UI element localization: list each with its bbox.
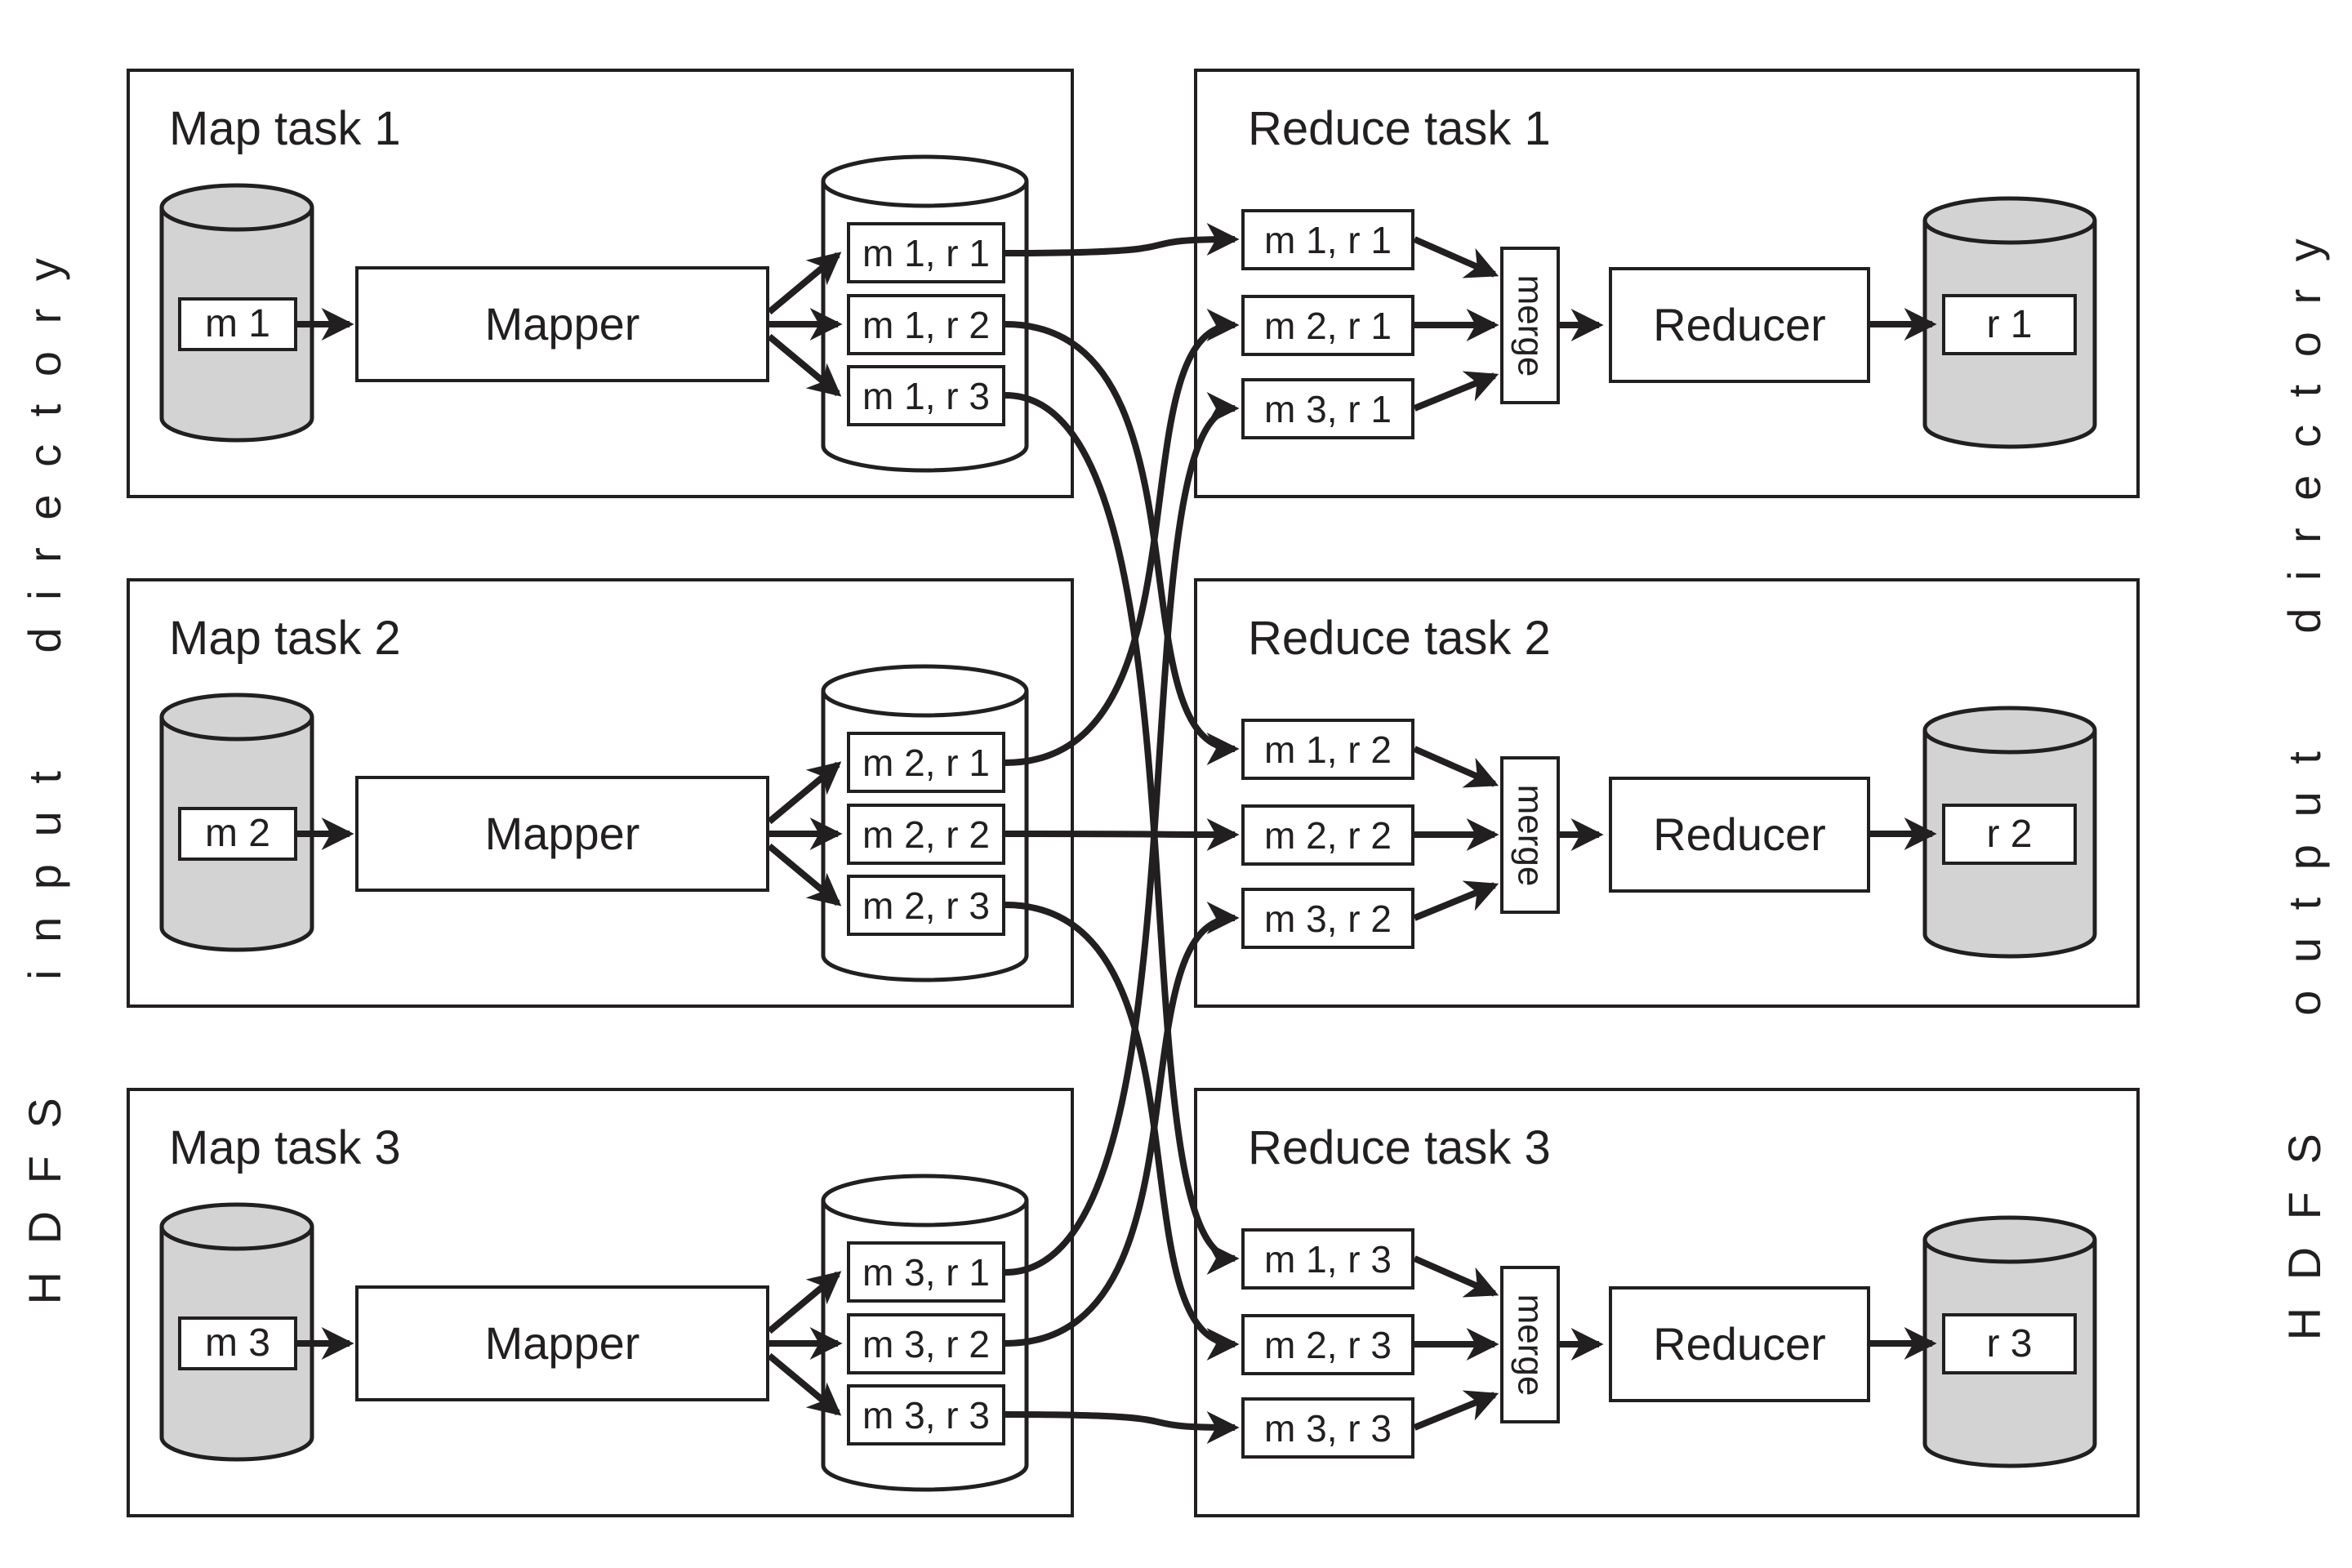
map-3-output-cylinder-top bbox=[821, 1174, 1029, 1227]
map-2-input-cylinder-body bbox=[159, 717, 314, 952]
shuffle-arrow-m3-r3 bbox=[1004, 1410, 1240, 1444]
reduce-2-output-cylinder-body bbox=[1922, 730, 2097, 959]
reduce-2-to-merge-arrow-3 bbox=[1413, 880, 1499, 921]
map-3-input-cylinder-top bbox=[159, 1202, 314, 1251]
map-3-input-cylinder-body bbox=[159, 1227, 314, 1462]
map-2-mapper-fan-arrow-1 bbox=[767, 761, 842, 825]
reduce-2-to-merge-arrow-1 bbox=[1413, 746, 1499, 788]
reduce-3-output-cylinder-body bbox=[1922, 1240, 2097, 1468]
shuffle-arrow-m3-r1 bbox=[1004, 392, 1240, 1276]
hdfs-output-directory-label: HDFS output directory bbox=[2278, 211, 2330, 1341]
reduce-1-to-merge-arrow-3 bbox=[1413, 371, 1499, 412]
map-1-input-cylinder-body bbox=[159, 207, 314, 443]
map-3-mapper-fan-arrow-1 bbox=[767, 1271, 842, 1334]
map-1-mapper-fan-arrow-3 bbox=[767, 333, 842, 397]
map-2-mapper-fan-arrow-3 bbox=[767, 843, 842, 906]
reduce-2-output-cylinder-top bbox=[1922, 706, 2097, 755]
map-1-output-cylinder-top bbox=[821, 154, 1029, 208]
map-1-input-cylinder-top bbox=[159, 183, 314, 232]
map-2-input-cylinder-top bbox=[159, 693, 314, 742]
reduce-1-to-merge-arrow-1 bbox=[1413, 236, 1499, 278]
map-1-mapper-fan-arrow-1 bbox=[767, 252, 842, 315]
map-1-output-cylinder-body bbox=[821, 181, 1029, 473]
shuffle-arrow-m1-r3 bbox=[1004, 392, 1240, 1275]
hdfs-input-directory-label: HDFS input directory bbox=[19, 230, 70, 1305]
reduce-3-to-merge-arrow-1 bbox=[1413, 1255, 1499, 1298]
shuffle-arrow-m2-r2 bbox=[1004, 817, 1240, 851]
reduce-3-to-merge-arrow-3 bbox=[1413, 1390, 1499, 1431]
map-2-output-cylinder-body bbox=[821, 691, 1029, 982]
reduce-3-output-cylinder-top bbox=[1922, 1215, 2097, 1264]
shuffle-arrow-m1-r1 bbox=[1004, 223, 1240, 256]
reduce-1-output-cylinder-body bbox=[1922, 220, 2097, 449]
map-2-output-cylinder-top bbox=[821, 664, 1029, 718]
map-3-mapper-fan-arrow-3 bbox=[767, 1352, 842, 1416]
reduce-1-output-cylinder-top bbox=[1922, 196, 2097, 245]
map-3-output-cylinder-body bbox=[821, 1200, 1029, 1492]
